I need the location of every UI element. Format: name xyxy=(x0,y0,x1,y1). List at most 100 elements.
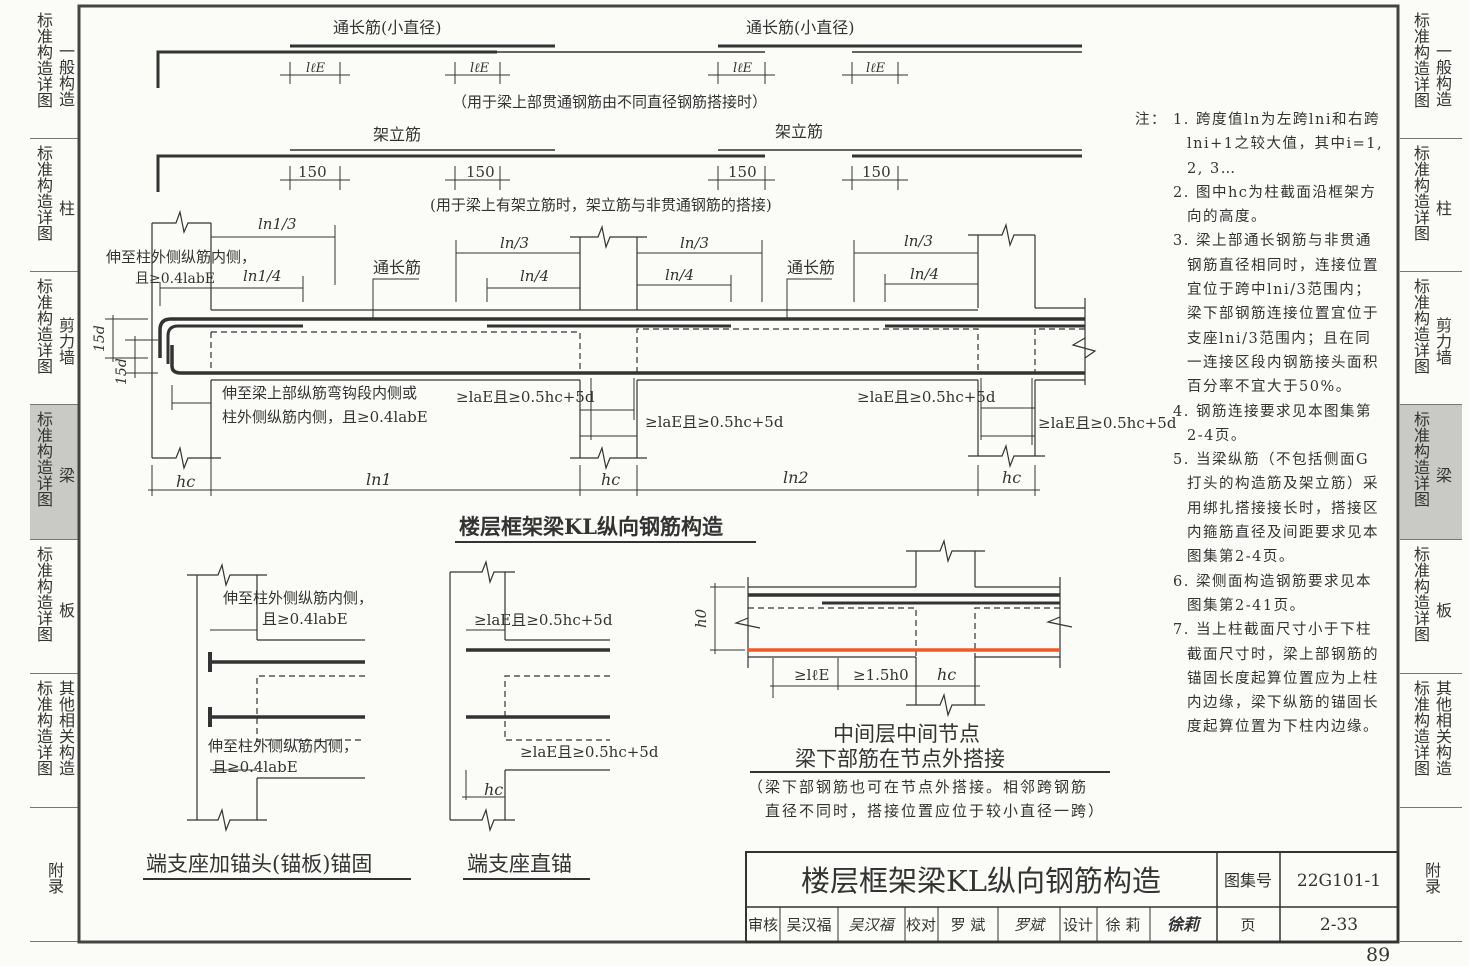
dim-lle: lℓE xyxy=(306,61,326,76)
dim-hc: hc xyxy=(484,780,503,799)
middle-node-caption-2: 直径不同时，搭接位置应位于较小直径一跨） xyxy=(765,802,1105,820)
notes-lead: 注： xyxy=(1135,112,1167,128)
tab-topic: 其他相关构造 xyxy=(56,680,75,776)
middle-node-title-1: 中间层中间节点 xyxy=(833,722,980,746)
tab-label: 附录 xyxy=(45,861,64,894)
sidebar-tab-appendix[interactable]: 附录 xyxy=(30,808,78,942)
dim-lle: lℓE xyxy=(866,61,886,76)
tab-topic: 板 xyxy=(56,601,75,618)
tab-label: 附录 xyxy=(1422,861,1441,894)
dim-h0: h0 xyxy=(692,608,710,628)
tab-topic: 剪力墙 xyxy=(1433,317,1452,365)
dim-15d: 15d xyxy=(92,325,108,352)
sidebar-tab-column[interactable]: 标准构造详图柱 xyxy=(1400,139,1462,272)
tab-topic: 剪力墙 xyxy=(56,317,75,365)
label-erection-bar-right: 架立筋 xyxy=(775,122,823,141)
tab-label: 标准构造详图 xyxy=(34,680,53,776)
dim-lle: lℓE xyxy=(470,61,490,76)
note-anchor-bottom-2: 柱外侧纵筋内侧，且≥0.4labE xyxy=(222,408,428,426)
dim-lae-rule: ≥laE且≥0.5hc+5d xyxy=(857,388,996,406)
middle-node-title-2: 梁下部筋在节点外搭接 xyxy=(795,747,1005,771)
designer-name: 徐 莉 xyxy=(1106,916,1141,934)
dim-lae-rule: ≥laE且≥0.5hc+5d xyxy=(456,388,595,406)
note-anchor-top-2: 且≥0.4labE xyxy=(135,271,215,287)
sidebar-tab-other[interactable]: 标准构造详图其他相关构造 xyxy=(1400,674,1462,808)
tab-label: 标准构造详图 xyxy=(34,411,53,507)
tab-label: 标准构造详图 xyxy=(34,145,53,241)
note-item: 5. 当梁纵筋（不包括侧面G打头的构造筋及架立筋）采用绑扎搭接接长时，搭接区内箍… xyxy=(1173,452,1379,566)
design-label: 设计 xyxy=(1063,916,1093,934)
dim-lae-rule: ≥laE且≥0.5hc+5d xyxy=(645,413,784,431)
note-anchor-head-3: 伸至柱外侧纵筋内侧， xyxy=(208,737,358,755)
dim-ln1-3: ln1/3 xyxy=(258,215,297,233)
dim-ln1-4: ln1/4 xyxy=(243,267,282,285)
sidebar-tab-slab[interactable]: 标准构造详图板 xyxy=(1400,540,1462,674)
tab-label: 标准构造详图 xyxy=(1411,12,1430,108)
dim-ln-3: ln/3 xyxy=(904,232,933,250)
sidebar-tab-slab[interactable]: 标准构造详图板 xyxy=(30,540,78,674)
note-anchor-head-2: 且≥0.4labE xyxy=(262,610,348,628)
sidebar-tab-beam[interactable]: 标准构造详图梁 xyxy=(30,405,78,540)
tab-label: 标准构造详图 xyxy=(1411,680,1430,776)
dim-150: 150 xyxy=(728,163,757,181)
page-label: 页 xyxy=(1240,916,1255,934)
sidebar-tab-beam[interactable]: 标准构造详图梁 xyxy=(1400,405,1462,540)
tab-topic: 其他相关构造 xyxy=(1433,680,1452,776)
tab-label: 标准构造详图 xyxy=(34,278,53,374)
checker-name: 罗 斌 xyxy=(951,916,986,934)
dim-lae-rule: ≥laE且≥0.5hc+5d xyxy=(474,611,613,629)
dim-ln2: ln2 xyxy=(783,468,809,487)
end-straight-anchor-drawing xyxy=(449,559,610,833)
tab-topic: 柱 xyxy=(1433,200,1452,216)
sidebar-tab-shear-wall[interactable]: 标准构造详图剪力墙 xyxy=(30,272,78,405)
check-label: 校对 xyxy=(906,916,936,934)
note-item: 1. 跨度值ln为左跨lni和右跨lni+1之较大值，其中i=1, 2, 3… xyxy=(1173,112,1384,177)
designer-signature: 徐莉 xyxy=(1167,915,1202,934)
note-item: 2. 图中hc为柱截面沿框架方向的高度。 xyxy=(1173,184,1377,226)
dim-hc: hc xyxy=(601,470,620,489)
note-anchor-bottom-1: 伸至梁上部纵筋弯钩段内侧或 xyxy=(222,384,417,402)
sidebar-tab-column[interactable]: 标准构造详图柱 xyxy=(30,139,78,272)
tab-label: 标准构造详图 xyxy=(34,546,53,642)
dim-ln-3: ln/3 xyxy=(500,234,529,252)
title-block xyxy=(745,851,1399,943)
note-item: 3. 梁上部通长钢筋与非贯通钢筋直径相同时，连接位置宜位于跨中lni/3范围内；… xyxy=(1173,233,1379,396)
sidebar-tab-shear-wall[interactable]: 标准构造详图剪力墙 xyxy=(1400,272,1462,405)
end-straight-anchor-title: 端支座直锚 xyxy=(467,852,572,876)
note-anchor-head-4: 且≥0.4labE xyxy=(212,758,298,776)
sheet-frame xyxy=(77,4,1400,944)
dim-ln-3: ln/3 xyxy=(680,234,709,252)
dim-ln1: ln1 xyxy=(366,470,392,489)
note-anchor-top-1: 伸至柱外侧纵筋内侧， xyxy=(106,248,256,266)
lap-detail-erection-bar xyxy=(156,149,1082,192)
dim-ln-4: ln/4 xyxy=(520,267,549,285)
tab-label: 标准构造详图 xyxy=(1411,411,1430,507)
sidebar-tab-other[interactable]: 标准构造详图其他相关构造 xyxy=(30,674,78,808)
sidebar-tab-appendix[interactable]: 附录 xyxy=(1400,808,1462,942)
reviewer-signature: 吴汉福 xyxy=(848,916,896,934)
sidebar-tab-general[interactable]: 标准构造详图一般构造 xyxy=(1400,6,1462,139)
tab-label: 标准构造详图 xyxy=(1411,278,1430,374)
tab-topic: 板 xyxy=(1433,601,1452,618)
dim-1-5h0: ≥1.5h0 xyxy=(853,666,909,684)
tab-topic: 柱 xyxy=(56,200,75,216)
end-anchor-head-drawing xyxy=(187,562,365,833)
dim-lle: lℓE xyxy=(733,61,753,76)
dim-150: 150 xyxy=(298,163,327,181)
tab-label: 标准构造详图 xyxy=(34,12,53,108)
checker-signature: 罗斌 xyxy=(1014,916,1046,934)
tab-topic: 梁 xyxy=(1433,467,1452,483)
caption-lap-detail-1: （用于梁上部贯通钢筋由不同直径钢筋搭接时） xyxy=(452,93,767,111)
end-anchor-head-title: 端支座加锚头(锚板)锚固 xyxy=(146,852,372,876)
dim-lae-rule: ≥laE且≥0.5hc+5d xyxy=(1038,414,1177,432)
note-item: 4. 钢筋连接要求见本图集第2-4页。 xyxy=(1173,403,1372,444)
sidebar-tab-general[interactable]: 标准构造详图一般构造 xyxy=(30,6,78,139)
title-block-title: 楼层框架梁KL纵向钢筋构造 xyxy=(801,864,1161,898)
note-anchor-head-1: 伸至柱外侧纵筋内侧， xyxy=(223,589,373,607)
dim-ln-4: ln/4 xyxy=(665,266,694,284)
page-number: 89 xyxy=(1366,944,1391,966)
note-item: 7. 当上柱截面尺寸小于下柱截面尺寸时，梁上部钢筋的锚固长度起算位置应为上柱内边… xyxy=(1173,622,1379,736)
label-small-diameter-right: 通长筋(小直径) xyxy=(746,18,855,37)
tab-topic: 梁 xyxy=(56,467,75,483)
